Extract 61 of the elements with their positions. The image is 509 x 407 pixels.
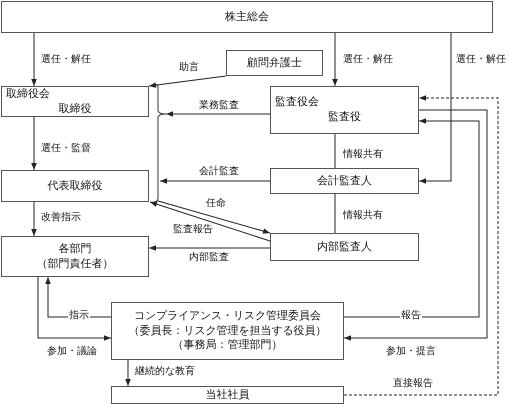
arrow — [31, 32, 37, 86]
arrow — [125, 360, 131, 386]
arrow — [332, 32, 338, 86]
org-box — [270, 168, 419, 194]
box-text: 当社社員 — [206, 388, 250, 402]
box-text: 代表取締役 — [48, 178, 102, 194]
arrow — [31, 116, 37, 170]
arrow — [150, 202, 270, 242]
arrow — [38, 276, 112, 341]
edge-label: 助言 — [178, 62, 200, 74]
box-heading: 取締役会 — [5, 86, 50, 102]
org-box — [270, 86, 419, 134]
org-box — [1, 86, 149, 117]
edge-label: 会計監査 — [198, 166, 240, 178]
edge-label: 内部監査 — [188, 252, 230, 264]
edge-label: 選任・解任 — [342, 54, 394, 66]
box-text: 内部監査人 — [317, 240, 372, 254]
box-text: （部門責任者） — [36, 256, 114, 272]
box-text: 取締役 — [58, 102, 92, 116]
edge-label: 監査報告 — [172, 224, 214, 236]
box-text: 顧問弁護士 — [247, 56, 302, 70]
edge-label: 継続的な教育 — [134, 366, 196, 378]
arrow — [148, 76, 226, 88]
org-box — [1, 170, 149, 202]
box-text: 会計監査人 — [317, 174, 372, 188]
box-text: （事務局：管理部門） — [172, 338, 282, 354]
edge-label: 参加・議論 — [46, 346, 98, 358]
org-box — [111, 302, 344, 360]
arrow — [166, 111, 270, 117]
org-box — [1, 236, 149, 277]
dashed-arrow — [344, 95, 498, 396]
edge-label: 選任・監督 — [40, 143, 92, 155]
org-box — [226, 50, 323, 76]
box-text: コンプライアンス・リスク管理委員会 — [134, 308, 321, 324]
edge-label: 選任・解任 — [40, 54, 92, 66]
edge-label: 報告 — [400, 310, 422, 322]
arrow — [344, 118, 480, 318]
edge-label: 業務監査 — [198, 100, 240, 112]
arrow — [148, 245, 270, 251]
arrow — [158, 200, 270, 234]
org-box — [270, 233, 419, 261]
arrow — [160, 178, 270, 184]
edge-label: 参加・提言 — [385, 346, 437, 358]
edge-label: 情報共有 — [342, 149, 384, 161]
edge-label: 情報共有 — [342, 210, 384, 222]
edge-label: 任命 — [205, 198, 227, 210]
box-text: 株主総会 — [225, 10, 269, 24]
org-box — [1, 1, 493, 33]
box-text: （委員長：リスク管理を担当する役員） — [128, 324, 326, 338]
arrow — [31, 202, 37, 236]
box-text: 各部門 — [58, 242, 92, 256]
box-text: 監査役 — [328, 110, 361, 125]
edge-label: 改善指示 — [40, 212, 82, 224]
edge-label: 直接報告 — [392, 378, 434, 390]
arrow — [45, 276, 112, 318]
arrow — [344, 110, 488, 341]
arrow — [418, 32, 452, 184]
org-box — [111, 386, 344, 404]
edge-label: 指示 — [68, 310, 90, 322]
box-heading: 監査役会 — [274, 95, 319, 110]
edge-label: 選任・解任 — [455, 54, 507, 66]
